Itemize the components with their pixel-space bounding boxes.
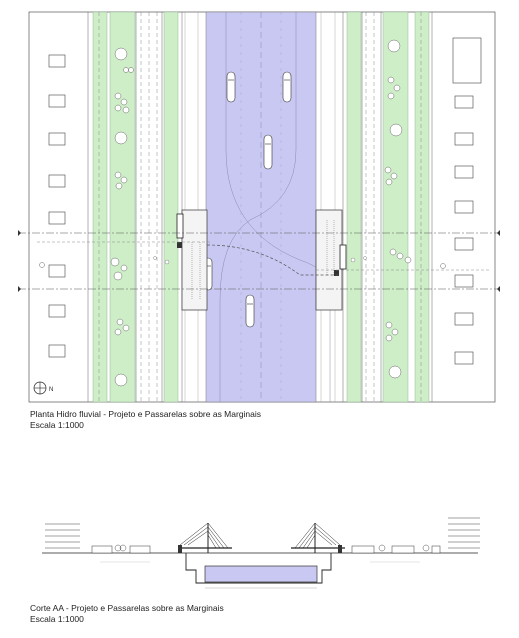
building-elevation-west — [45, 523, 80, 549]
road-lanes — [98, 12, 422, 402]
plan-title: Planta Hidro fluvial - Projeto e Passare… — [30, 409, 262, 419]
footbridge-east — [315, 209, 347, 311]
boat — [245, 294, 255, 328]
cable-stayed-bridge-west — [178, 522, 232, 553]
trees-west — [39, 47, 134, 387]
section-title: Corte AA - Projeto e Passarelas sobre as… — [30, 603, 224, 613]
north-label: N — [49, 387, 53, 393]
boat — [282, 71, 292, 103]
river-water — [204, 565, 318, 583]
building-elevation-east — [448, 517, 480, 549]
sidewalk-east — [320, 12, 336, 402]
green-strips — [92, 11, 430, 403]
cable-stayed-bridge-east — [291, 522, 345, 553]
north-arrow: N — [33, 381, 53, 395]
plan-caption: Planta Hidro fluvial - Projeto e Passare… — [30, 409, 261, 431]
section-cut-lines — [18, 232, 500, 290]
section-view — [42, 517, 480, 589]
section-scale: Escala 1:1000 — [30, 614, 84, 624]
plan-view: N — [18, 11, 500, 403]
boat — [226, 71, 236, 103]
sidewalk-west — [184, 12, 199, 402]
buildings-east — [452, 37, 482, 365]
trees-east — [384, 39, 446, 379]
boat — [263, 134, 273, 170]
bridge-path — [206, 244, 340, 276]
buildings-west — [48, 54, 66, 358]
section-caption: Corte AA - Projeto e Passarelas sobre as… — [30, 603, 224, 625]
plan-scale: Escala 1:1000 — [30, 420, 84, 430]
footbridge-west — [176, 209, 208, 311]
river-channel — [185, 553, 332, 584]
